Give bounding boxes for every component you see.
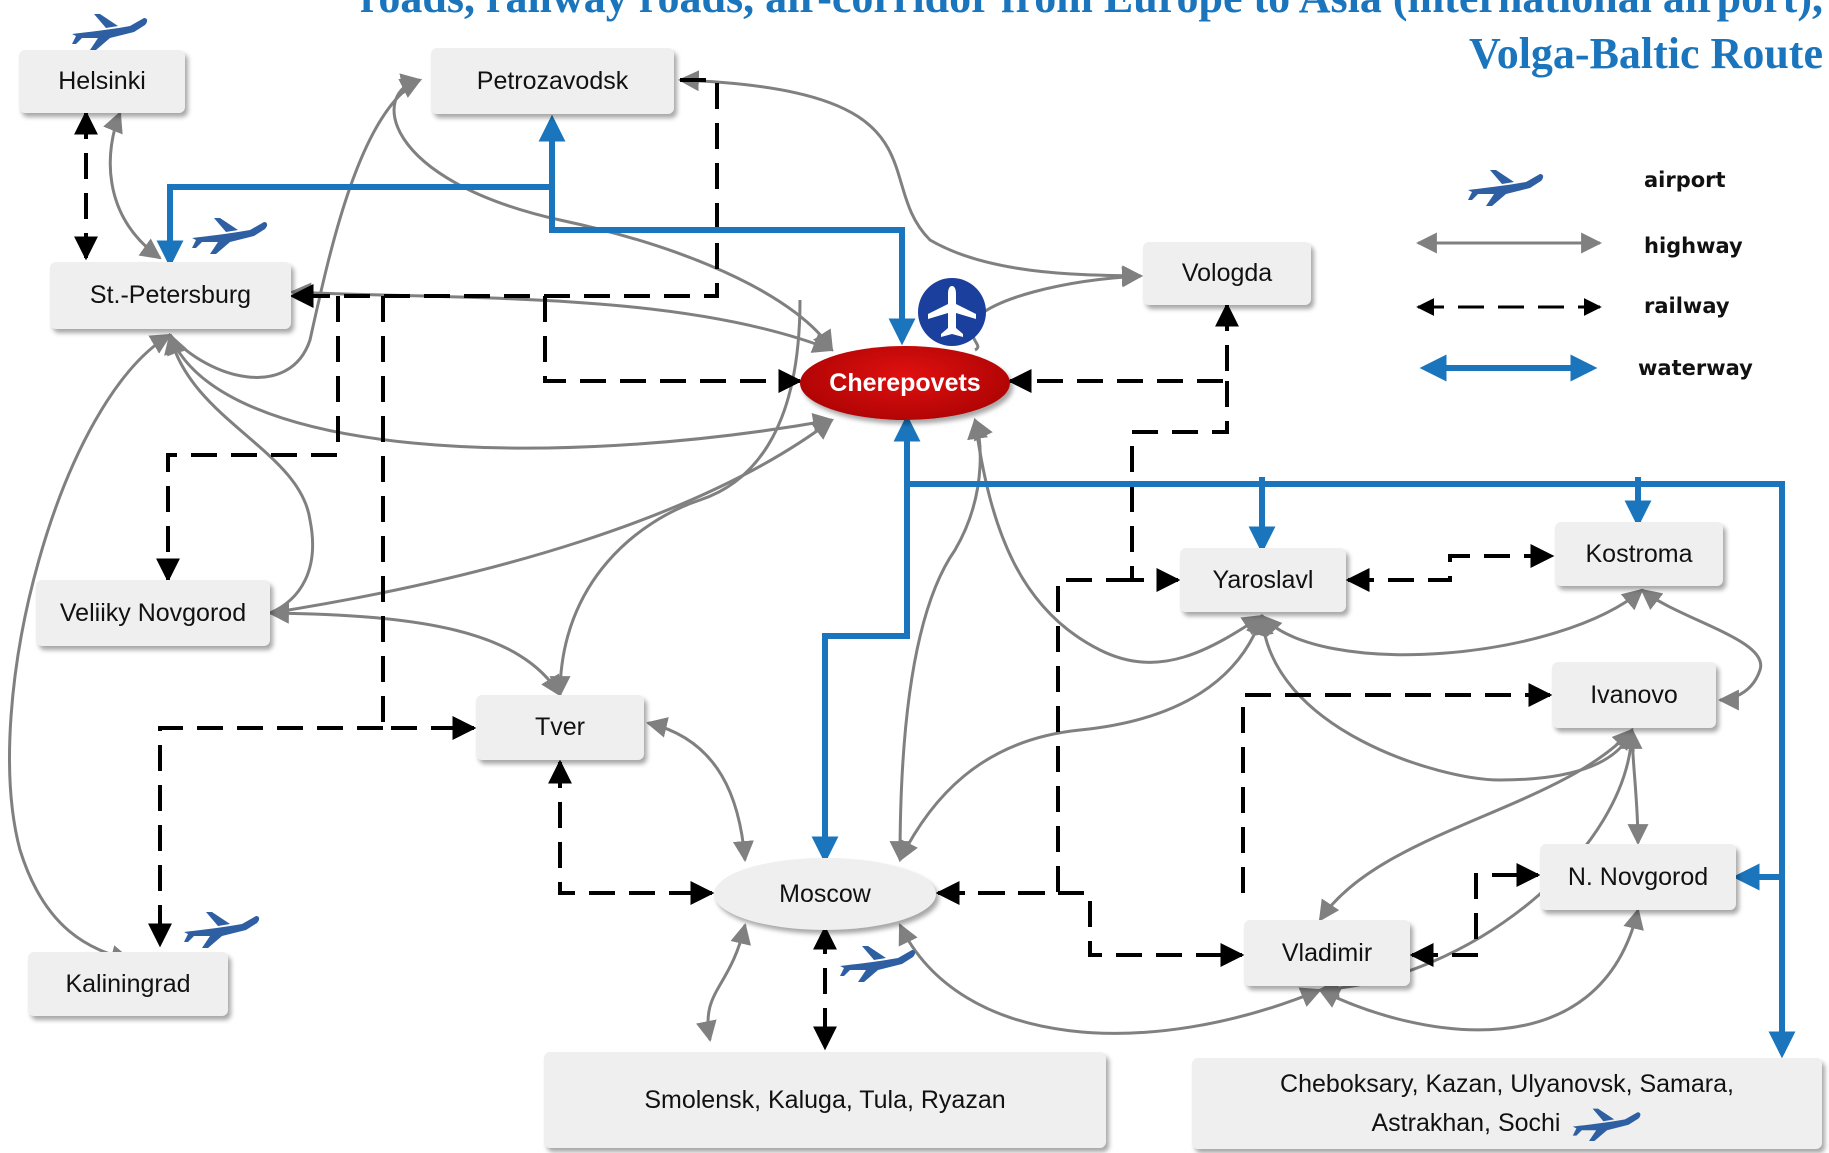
railway-spb-veliiky [156, 296, 340, 583]
highway-spb-kaliningrad [8, 333, 172, 966]
railway-routes [74, 78, 1555, 1051]
highway-ivanovo-vladimir [1318, 728, 1634, 922]
highway-spb-cherepovets-lower [167, 333, 835, 450]
highway-moscow-smolensk [696, 922, 751, 1043]
plane-icon [1466, 164, 1546, 213]
railway-yaroslavl-moscow [935, 578, 1132, 905]
legend-lines [1415, 232, 1603, 382]
highway-spb-veliiky [164, 332, 315, 615]
legend-waterway-label: waterway [1638, 356, 1753, 380]
node-moscow: Moscow [714, 858, 936, 930]
railway-spb-cherepovets [543, 296, 803, 393]
railway-tver-kaliningrad [148, 726, 383, 948]
node-label: Petrozavodsk [476, 66, 629, 95]
highway-tver-cherepovets [549, 299, 802, 698]
node-petrozavodsk: Petrozavodsk [431, 48, 674, 114]
node-vladimir: Vladimir [1244, 920, 1410, 986]
node-vologda: Vologda [1143, 242, 1311, 305]
title-line-2: Volga-Baltic Route [1468, 29, 1823, 78]
node-kaliningrad: Kaliningrad [28, 952, 228, 1016]
node-ivanovo: Ivanovo [1552, 662, 1716, 728]
highway-veliiky-tver [267, 602, 562, 697]
plane-icon [182, 906, 262, 955]
node-label: St.-Petersburg [89, 281, 252, 309]
legend-railway-label: railway [1644, 294, 1730, 318]
railway-moscow-vladimir [938, 891, 1245, 967]
node-label: N. Novgorod [1567, 862, 1709, 891]
highway-moscow-yaroslavl [898, 614, 1266, 862]
highway-helsinki-spb [103, 111, 162, 260]
node-label: Ivanovo [1590, 680, 1678, 709]
highway-petrozavodsk-cherepovets [392, 73, 834, 352]
railway-moscow-ivanovo [1241, 683, 1553, 893]
node-smolensk-group: Smolensk, Kaluga, Tula, Ryazan [544, 1052, 1106, 1148]
node-label-line-1: Cheboksary, Kazan, Ulyanovsk, Samara, [1280, 1069, 1734, 1098]
highway-cherepovets-yaroslavl [967, 417, 1264, 664]
legend-highway-label: highway [1644, 234, 1743, 258]
plane-icon [70, 8, 150, 57]
highway-petrozavodsk-vologda [677, 70, 1144, 287]
node-kostroma: Kostroma [1555, 522, 1723, 586]
waterway-spb [156, 184, 552, 268]
railway-vologda-yaroslavl [1130, 381, 1229, 592]
node-label-line-2: Astrakhan, Sochi [1372, 1103, 1643, 1143]
highway-tver-moscow [645, 717, 754, 863]
node-label: Kaliningrad [65, 969, 191, 998]
railway-vladimir-nnovgorod [1409, 863, 1541, 967]
airport-badge-icon [918, 278, 986, 346]
node-st-petersburg: St.-Petersburg [50, 262, 291, 329]
node-yaroslavl: Yaroslavl [1180, 548, 1346, 612]
node-label: Kostroma [1585, 539, 1693, 568]
node-helsinki: Helsinki [19, 50, 185, 113]
node-cherepovets: Cherepovets [800, 346, 1010, 420]
node-veliiky-novgorod: Veliiky Novgorod [36, 580, 270, 646]
node-label: Yaroslavl [1212, 565, 1314, 594]
railway-tver-moscow [548, 759, 715, 905]
waterway-cherepovets-petrozavodsk [538, 114, 916, 346]
plane-icon [838, 940, 918, 989]
node-label: Vologda [1181, 259, 1273, 287]
highway-kostroma-ivanovo [1640, 588, 1763, 711]
railway-vologda-cherepovets [1007, 302, 1239, 393]
node-n-novgorod: N. Novgorod [1540, 844, 1736, 910]
node-label: Veliiky Novgorod [59, 598, 247, 627]
node-label: Helsinki [58, 67, 146, 95]
diagram-title: roads, railway roads, air-corridor from … [360, 0, 1823, 82]
highway-vologda-cherepovets [970, 266, 1144, 352]
node-tver: Tver [476, 695, 644, 760]
node-label: Vladimir [1281, 938, 1373, 967]
railway-yaroslavl-kostroma [1345, 544, 1555, 592]
waterway-cherepovets-moscow [811, 414, 921, 864]
node-label: Cherepovets [829, 368, 981, 397]
legend-airport-label: airport [1644, 168, 1726, 192]
highway-ivanovo-nnovgorod [1621, 727, 1649, 846]
node-label: Smolensk, Kaluga, Tula, Ryazan [644, 1085, 1006, 1114]
highway-moscow-vladimir [898, 923, 1322, 1035]
railway-spb-tver [381, 296, 477, 740]
node-label: Moscow [779, 879, 871, 908]
plane-icon [1572, 1108, 1640, 1141]
node-cheboksary-group: Cheboksary, Kazan, Ulyanovsk, Samara, As… [1192, 1058, 1822, 1149]
plane-icon [190, 212, 270, 261]
waterway-routes [156, 114, 1796, 1059]
highway-spb-cherepovets [289, 282, 834, 353]
waterway-east [907, 481, 1796, 1059]
node-label: Tver [535, 713, 585, 741]
title-line-1: roads, railway roads, air-corridor from … [360, 0, 1823, 26]
highway-vladimir-nnovgorod [1318, 907, 1644, 1032]
highway-veliiky-cherepovets [269, 418, 834, 615]
node-label-line-2-text: Astrakhan, Sochi [1371, 1108, 1561, 1137]
